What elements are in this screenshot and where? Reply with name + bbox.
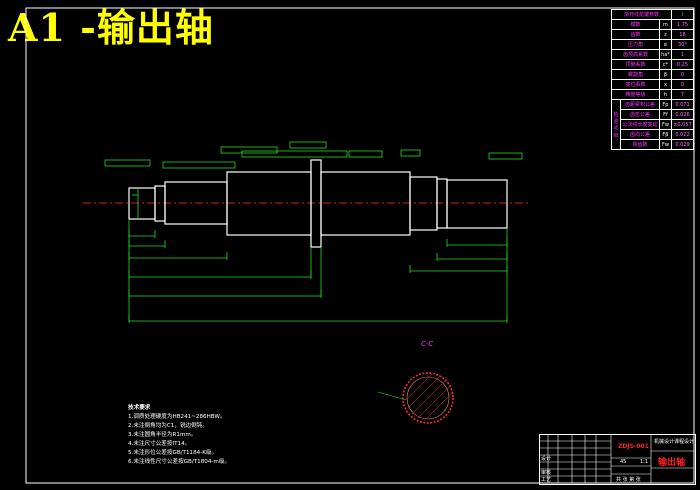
table-header: 渐开线花键参数 [611,9,672,20]
note-item: 3.未注圆角半径为R1mm。 [128,432,197,438]
dimension-lines [104,141,523,323]
title-block: ZDJS-001 机械设计课程设计 输出轴 45 1:1 设计 审核 工艺 共 … [539,434,696,485]
note-item: 5.未注形位公差按GB/T1184-K级。 [128,450,218,456]
note-item: 4.未注尺寸公差按IT14。 [128,441,191,447]
drawing-title: A1 -输出轴 [8,5,214,50]
spline-section [377,372,454,424]
part-name: 输出轴 [658,458,686,468]
approver-label: 工艺 [541,477,552,483]
table-header-id: I [670,9,695,20]
shaft-outline [128,159,508,248]
note-item: 2.未注倒角均为C1，锐边倒钝。 [128,423,208,429]
designer-label: 设计 [541,456,552,462]
technical-requirements: 技术要求 1.调质处理硬度为HB241~286HBW。 2.未注倒角均为C1，锐… [128,404,230,467]
tolerance-frame [104,159,151,167]
shaft-segment [446,179,508,229]
drawing-frame [25,7,695,484]
tolerance-frame [400,149,421,157]
note-item: 1.调质处理硬度为HB241~286HBW。 [128,414,226,420]
title-block-lines [539,434,694,483]
material: 45 [620,459,627,465]
tolerance-frame [220,146,278,154]
tolerance-frame [241,150,348,158]
scale: 1:1 [640,459,649,465]
tolerance-frame [348,150,383,158]
drawing-number: ZDJS-001 [618,443,649,450]
notes-heading: 技术要求 [128,405,151,411]
tolerance-frame [162,161,236,169]
checker-label: 审核 [541,470,552,476]
sheet-info: 共 张 第 张 [616,477,641,483]
section-label: C-C [421,340,433,348]
note-item: 6.未注线性尺寸公差按GB/T1804-m级。 [128,459,231,465]
tolerance-frame [289,141,327,149]
tolerance-frame [488,152,523,160]
school-name: 机械设计课程设计 [654,439,695,445]
